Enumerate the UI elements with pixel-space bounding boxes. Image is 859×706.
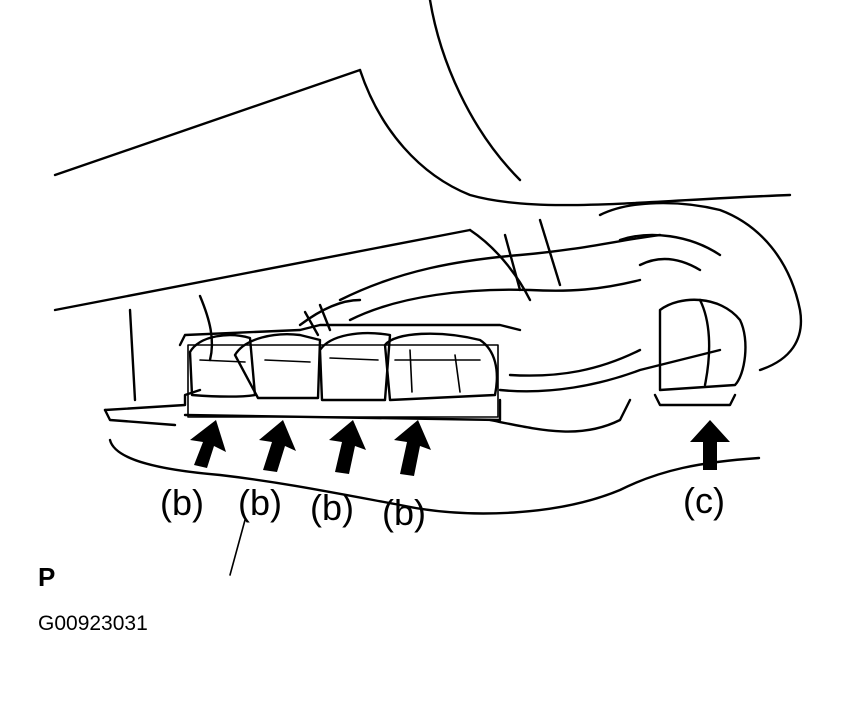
body-panel	[53, 0, 792, 312]
callout-b-2: (b)	[238, 482, 282, 523]
wire-harness	[298, 201, 803, 393]
callout-c: (c)	[683, 480, 725, 521]
callout-b-3: (b)	[310, 487, 354, 528]
arrow-b-4	[394, 420, 431, 476]
callout-b-4: (b)	[382, 492, 426, 533]
view-code: P	[38, 562, 55, 592]
connector-housings	[188, 331, 499, 402]
callout-b-1: (b)	[160, 482, 204, 523]
arrow-b-1	[190, 420, 226, 468]
arrow-b-3	[329, 420, 366, 474]
arrow-b-2	[259, 420, 296, 472]
leader-line	[229, 519, 246, 576]
arrow-c	[690, 420, 730, 470]
figure-id: G00923031	[38, 612, 148, 635]
clamp-c	[653, 298, 747, 407]
connector-bracket	[178, 323, 522, 422]
